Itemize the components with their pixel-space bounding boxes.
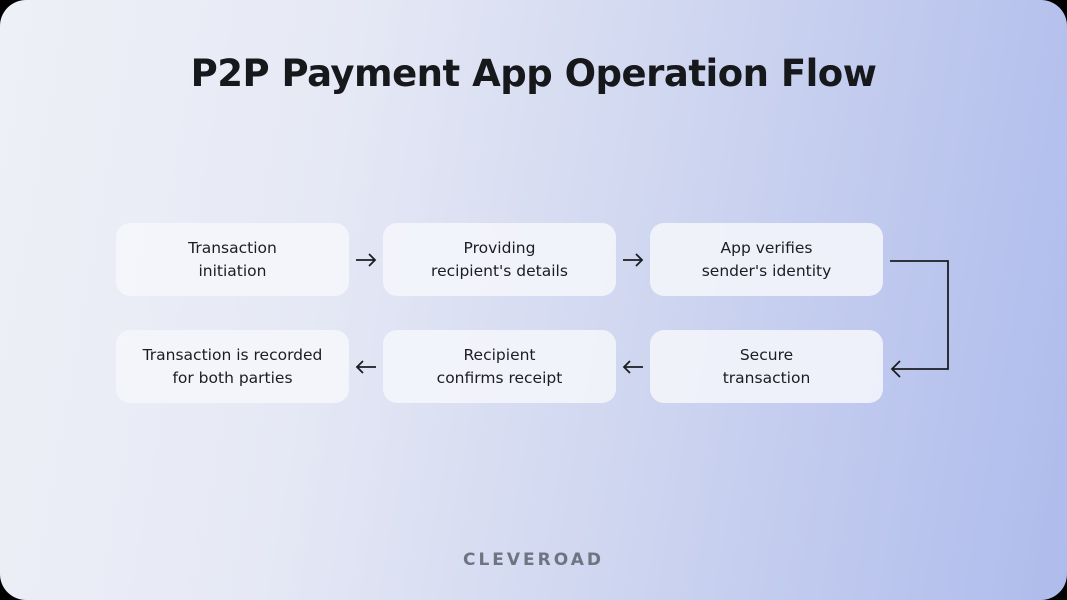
elbow-connector-arrow-icon bbox=[890, 260, 949, 378]
step-transaction-initiation: Transaction initiation bbox=[116, 223, 349, 296]
brand-logo: CLEVEROAD bbox=[462, 550, 605, 570]
step-providing-recipient-details: Providing recipient's details bbox=[383, 223, 616, 296]
step-app-verifies-identity: App verifies sender's identity bbox=[650, 223, 883, 296]
arrow-right-icon bbox=[623, 253, 644, 267]
step-secure-transaction: Secure transaction bbox=[650, 330, 883, 403]
step-recipient-confirms-receipt: Recipient confirms receipt bbox=[383, 330, 616, 403]
arrow-left-icon bbox=[355, 360, 376, 374]
arrow-right-icon bbox=[356, 253, 377, 267]
arrow-left-icon bbox=[622, 360, 643, 374]
step-transaction-recorded: Transaction is recorded for both parties bbox=[116, 330, 349, 403]
diagram-title: P2P Payment App Operation Flow bbox=[190, 52, 877, 95]
